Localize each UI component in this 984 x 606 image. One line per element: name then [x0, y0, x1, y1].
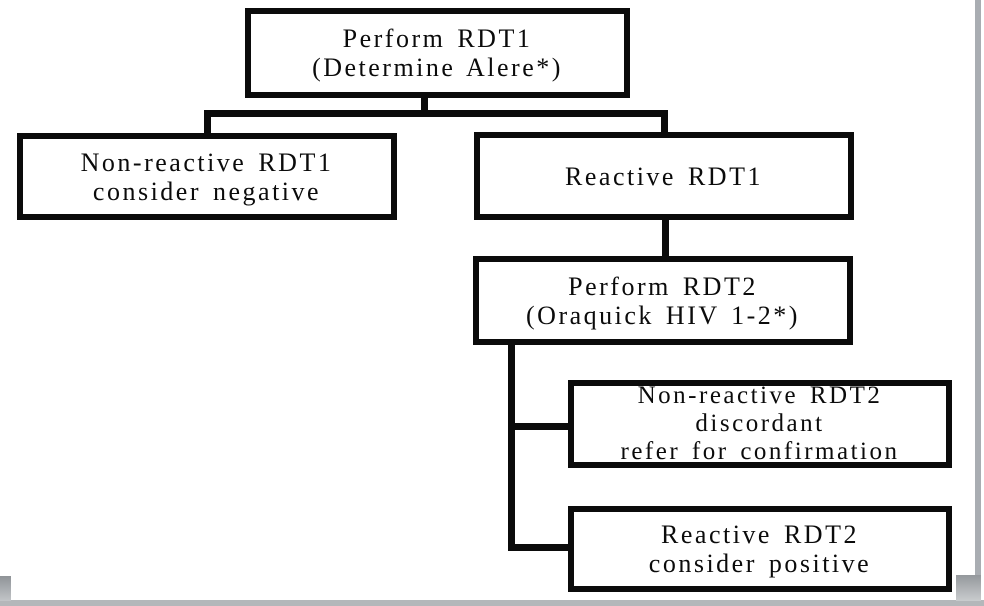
node-line: Perform RDT2 [568, 271, 758, 301]
node-line: Non-reactive RDT1 [80, 147, 334, 177]
edge-reactive-rdt1-to-perform-rdt2 [662, 216, 669, 260]
page-edge-bottom [0, 600, 984, 606]
node-line: Non-reactive RDT2 [637, 382, 883, 409]
page-edge-right [975, 0, 981, 606]
edge-rdt2-to-non-reactive-rdt2 [508, 423, 572, 430]
edge-rdt2-to-reactive-rdt2 [508, 544, 572, 551]
edge-rdt1-stem [421, 93, 428, 115]
corner-shadow-bottom-left [0, 576, 11, 601]
node-line: Reactive RDT1 [565, 161, 763, 191]
node-perform-rdt1: Perform RDT1 (Determine Alere*) [245, 8, 630, 98]
node-perform-rdt2: Perform RDT2 (Oraquick HIV 1-2*) [473, 256, 853, 345]
edge-rdt1-branch-rail [204, 110, 668, 117]
node-non-reactive-rdt1: Non-reactive RDT1 consider negative [17, 133, 397, 220]
edge-rdt2-stem [508, 341, 515, 551]
edge-rail-to-reactive-rdt1 [661, 110, 668, 136]
node-reactive-rdt1: Reactive RDT1 [474, 132, 854, 220]
node-line: (Oraquick HIV 1-2*) [526, 300, 800, 330]
node-line: refer for confirmation [620, 438, 900, 465]
node-reactive-rdt2: Reactive RDT2 consider positive [568, 506, 952, 592]
node-line: discordant [695, 410, 825, 437]
edge-rail-to-non-reactive-rdt1 [204, 110, 211, 136]
node-line: Reactive RDT2 [661, 520, 859, 549]
node-line: consider positive [648, 549, 872, 578]
node-non-reactive-rdt2: Non-reactive RDT2 discordant refer for c… [568, 380, 952, 468]
node-line: Perform RDT1 [342, 24, 533, 53]
node-line: (Determine Alere*) [312, 53, 563, 82]
node-line: consider negative [92, 176, 322, 206]
corner-shadow-bottom-right [956, 575, 981, 601]
